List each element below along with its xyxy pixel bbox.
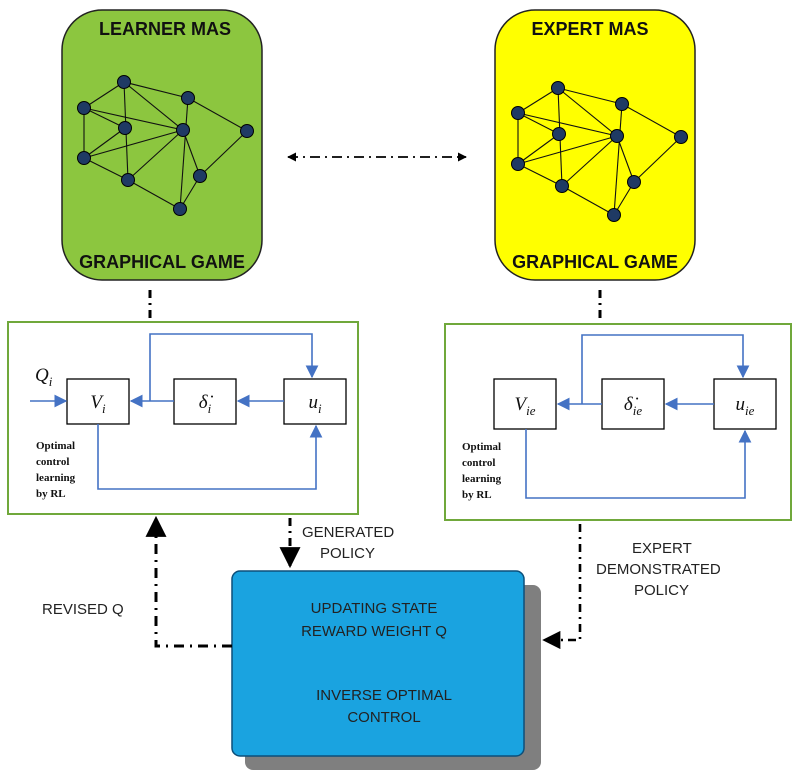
graph-node bbox=[511, 106, 525, 120]
learner-graph-nodes bbox=[77, 75, 254, 216]
learner-control-block bbox=[283, 378, 347, 425]
expert-mas-footer: GRAPHICAL GAME bbox=[512, 252, 678, 272]
ioc-text-line2: REWARD WEIGHT Q bbox=[301, 623, 447, 640]
graph-node bbox=[240, 124, 254, 138]
graph-node bbox=[627, 175, 641, 189]
graph-node bbox=[176, 123, 190, 137]
graph-node bbox=[77, 101, 91, 115]
graph-node bbox=[77, 151, 91, 165]
expert-graph bbox=[517, 87, 682, 216]
graph-node bbox=[555, 179, 569, 193]
learner-input-label: Qi bbox=[35, 365, 53, 389]
ioc-box bbox=[231, 570, 525, 757]
learner-mas-background bbox=[61, 9, 263, 281]
learner-feedback-top bbox=[149, 333, 319, 401]
ioc-text-line4: CONTROL bbox=[347, 709, 420, 726]
learner-mas-panel: LEARNER MAS GRAPHICAL GAME bbox=[61, 9, 263, 281]
learner-value-block bbox=[66, 378, 130, 425]
graph-node bbox=[551, 81, 565, 95]
expert-mas-panel: EXPERT MAS GRAPHICAL GAME bbox=[494, 9, 696, 281]
learner-control-label: ui bbox=[308, 392, 322, 416]
revised-q-arrow bbox=[145, 515, 232, 648]
learner-loop-panel: Vi δ̇i ui Qi Optimal control learning by… bbox=[7, 321, 359, 515]
graph-node bbox=[674, 130, 688, 144]
learner-value-label: Vi bbox=[90, 392, 106, 416]
expert-value-label: Vie bbox=[515, 394, 536, 418]
learner-caption: Optimal control learning by RL bbox=[36, 440, 78, 500]
graph-node bbox=[615, 97, 629, 111]
graph-node bbox=[118, 121, 132, 135]
expert-loop-panel: Vie δ̇ie uie Optimal control learning by… bbox=[444, 323, 792, 521]
expert-feedback-top bbox=[581, 334, 750, 404]
revised-q-label: REVISED Q bbox=[42, 601, 124, 618]
graph-node bbox=[121, 173, 135, 187]
expert-policy-label: EXPERT DEMONSTRATED POLICY bbox=[596, 540, 725, 599]
graph-node bbox=[173, 202, 187, 216]
graph-node bbox=[193, 169, 207, 183]
expert-policy-arrow bbox=[542, 524, 582, 650]
ioc-text-line1: UPDATING STATE bbox=[311, 600, 438, 617]
learner-delta-block bbox=[173, 378, 237, 425]
expert-graph-nodes bbox=[511, 81, 688, 222]
expert-mas-background bbox=[494, 9, 696, 281]
ioc-block: UPDATING STATE REWARD WEIGHT Q INVERSE O… bbox=[231, 570, 541, 770]
learner-mas-title: LEARNER MAS bbox=[99, 19, 231, 39]
expert-control-label: uie bbox=[736, 394, 755, 418]
expert-value-block bbox=[493, 378, 557, 430]
learner-mas-footer: GRAPHICAL GAME bbox=[79, 252, 245, 272]
expert-caption: Optimal control learning by RL bbox=[462, 441, 504, 501]
graph-node bbox=[610, 129, 624, 143]
ioc-text-line3: INVERSE OPTIMAL bbox=[316, 687, 452, 704]
expert-feedback-bottom bbox=[525, 429, 752, 499]
graph-node bbox=[181, 91, 195, 105]
expert-control-block bbox=[713, 378, 777, 430]
learner-feedback-bottom bbox=[97, 424, 323, 490]
graph-node bbox=[607, 208, 621, 222]
expert-mas-title: EXPERT MAS bbox=[531, 19, 648, 39]
graph-node bbox=[552, 127, 566, 141]
expert-delta-block bbox=[601, 378, 665, 430]
generated-policy-label: GENERATED POLICY bbox=[302, 524, 398, 562]
graph-node bbox=[117, 75, 131, 89]
graph-node bbox=[511, 157, 525, 171]
